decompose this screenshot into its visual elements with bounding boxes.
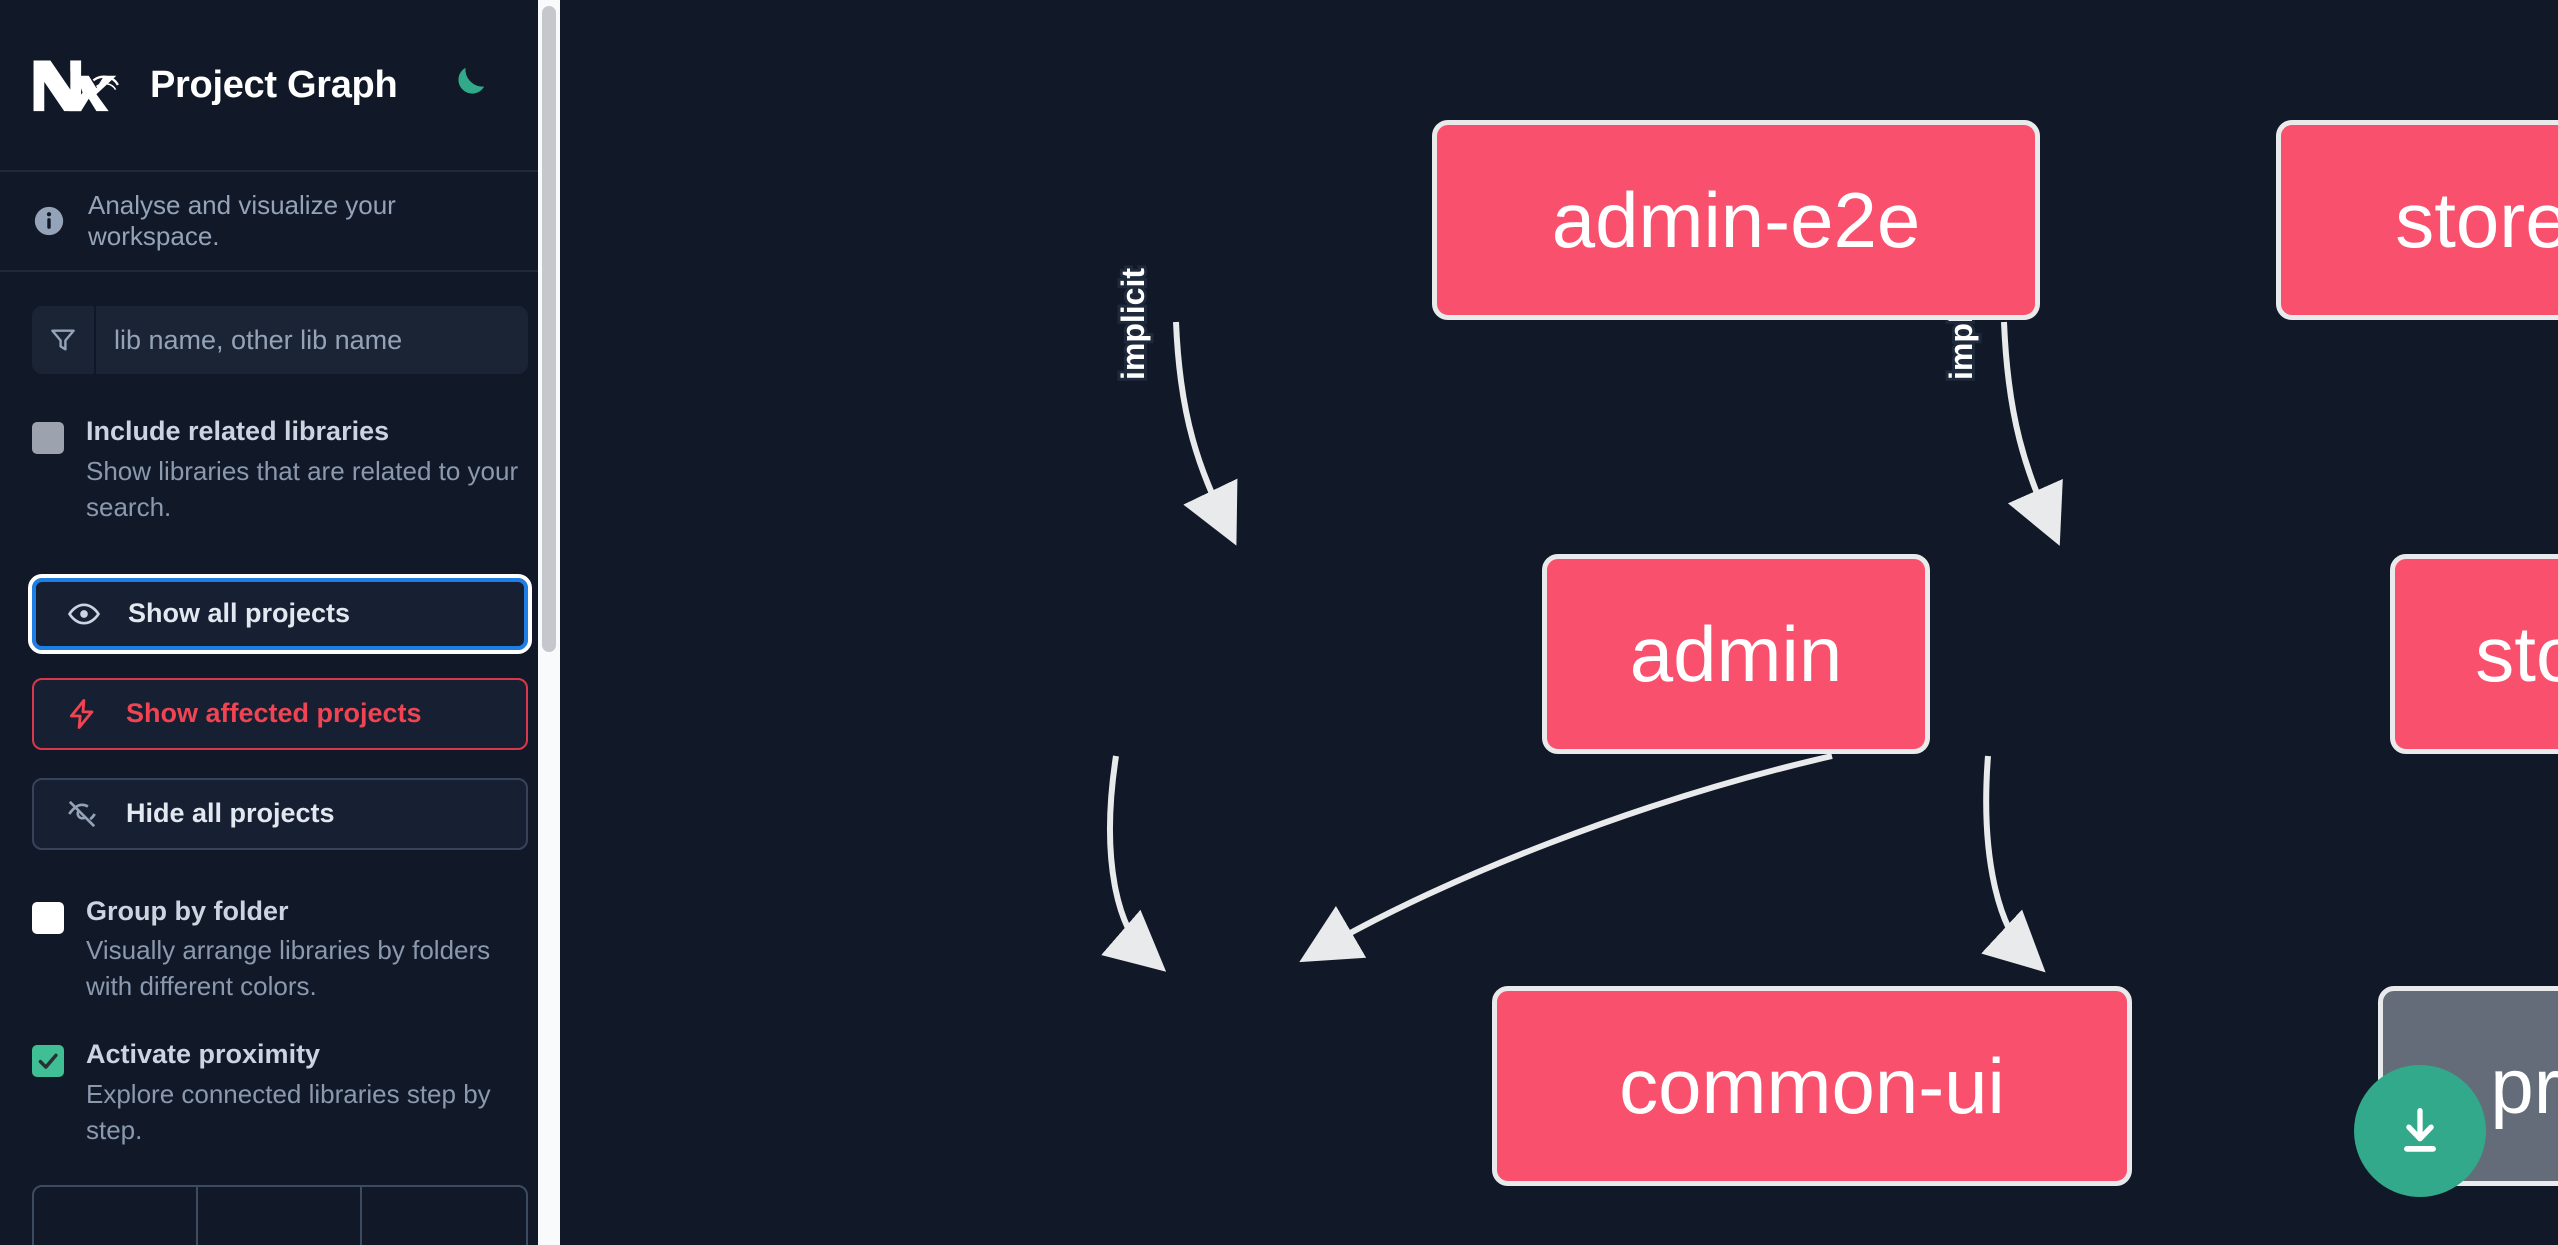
graph-node-label: admin [1629,609,1843,698]
info-icon [32,204,66,238]
include-related-libraries-label: Include related libraries [86,416,390,446]
graph-canvas[interactable]: implicit implicit admin-e2e store-e2e ad… [560,0,2558,1245]
proximity-segment-3[interactable] [362,1187,526,1245]
checkbox-row-activate-proximity[interactable]: Activate proximity Explore connected lib… [32,1039,528,1149]
nx-logo [32,57,124,113]
search-input[interactable] [96,306,528,374]
info-banner: Analyse and visualize your workspace. [0,172,560,272]
hide-all-projects-label: Hide all projects [126,798,335,829]
graph-node-store[interactable]: store [2390,554,2558,754]
include-related-libraries-description: Show libraries that are related to your … [86,455,519,522]
graph-node-store-e2e[interactable]: store-e2e [2276,120,2558,320]
show-all-projects-button[interactable]: Show all projects [28,573,532,654]
download-image-button[interactable] [2354,1065,2486,1197]
graph-node-common-ui[interactable]: common-ui [1492,986,2132,1186]
sidebar-header: Project Graph [0,0,560,172]
download-icon [2404,1108,2436,1152]
eye-icon [66,596,102,632]
group-by-folder-label: Group by folder [86,895,289,926]
graph-node-label: admin-e2e [1551,175,1921,264]
include-related-libraries-checkbox[interactable] [32,422,64,454]
activate-proximity-label: Activate proximity [86,1039,321,1070]
eye-off-icon [64,796,100,832]
search-field[interactable] [32,306,528,374]
graph-node-label: store [2475,609,2558,698]
moon-icon[interactable] [441,59,493,111]
sidebar-content: Project Graph Analyse and visualize your… [0,0,560,1245]
spacer-2 [32,878,528,896]
graph-node-label: products [2490,1041,2558,1130]
sidebar-scrollbar-thumb[interactable] [542,6,556,652]
graph-node-admin[interactable]: admin [1542,554,1930,754]
graph-node-label: store-e2e [2395,175,2558,264]
lightning-icon [64,696,100,732]
group-by-folder-checkbox[interactable] [32,901,64,934]
hide-all-projects-button[interactable]: Hide all projects [32,777,528,850]
proximity-segmented-control[interactable] [32,1184,528,1245]
proximity-segment-2[interactable] [198,1186,362,1245]
spacer [32,560,528,578]
sidebar: Project Graph Analyse and visualize your… [0,0,560,1245]
activate-proximity-description: Explore connected libraries step by step… [86,1079,491,1145]
graph-node-admin-e2e[interactable]: admin-e2e [1432,120,2040,320]
page-title: Project Graph [150,63,398,106]
checkbox-row-group-by-folder[interactable]: Group by folder Visually arrange librari… [32,896,528,1006]
group-by-folder-description: Visually arrange libraries by folders wi… [86,935,491,1002]
filter-icon [32,306,96,374]
sidebar-scrollbar[interactable] [538,0,560,1245]
proximity-segment-1[interactable] [34,1186,198,1245]
show-all-projects-label: Show all projects [128,598,351,629]
edge-label-implicit-admin: implicit [1115,268,1151,380]
info-text: Analyse and visualize your workspace. [88,190,396,251]
show-affected-projects-button[interactable]: Show affected projects [32,677,528,750]
activate-proximity-checkbox[interactable] [32,1045,64,1078]
checkbox-row-include-related-libraries[interactable]: Include related libraries Show libraries… [32,416,528,526]
graph-node-label: common-ui [1619,1041,2005,1130]
show-affected-projects-label: Show affected projects [126,698,422,729]
sidebar-panel: Include related libraries Show libraries… [0,272,560,1245]
